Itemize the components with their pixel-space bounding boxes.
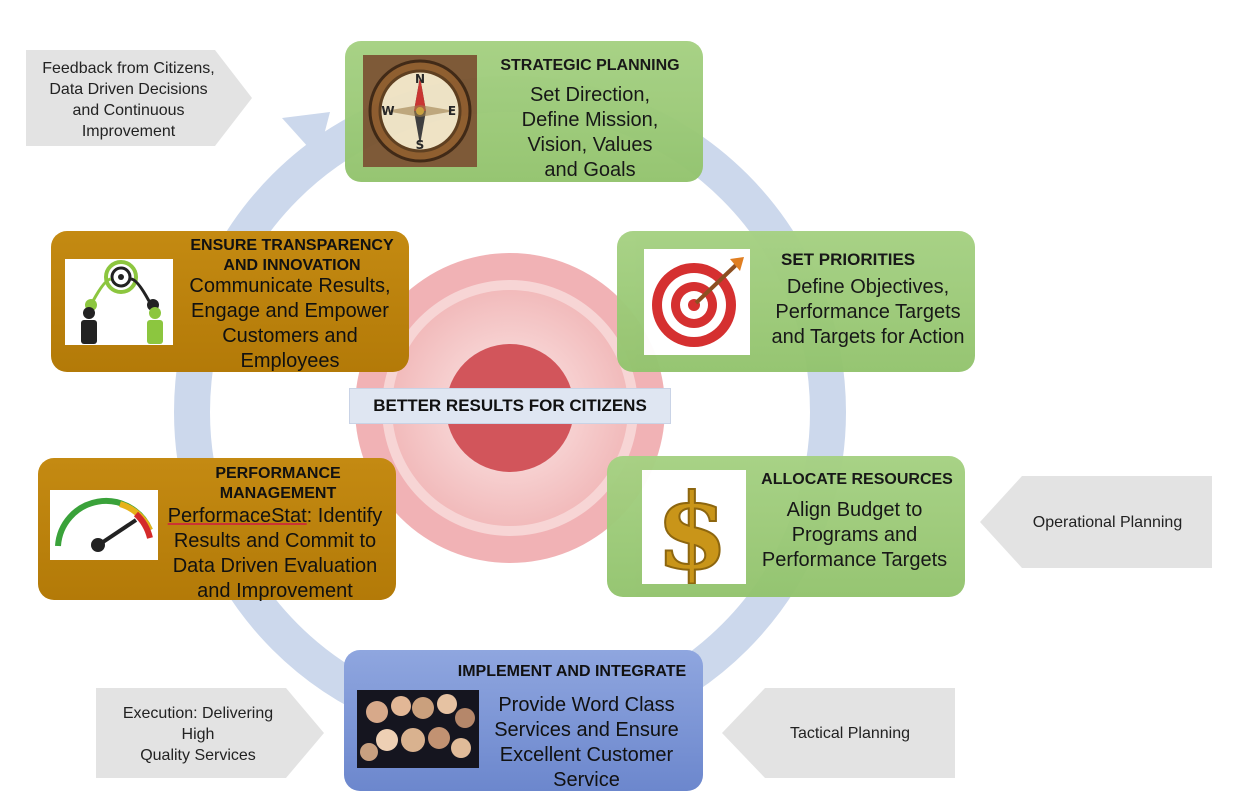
step-line: Communicate Results,: [175, 274, 405, 299]
step-title: ENSURE TRANSPARENCY AND INNOVATION: [179, 236, 405, 276]
callout-execution-line: Quality Services: [100, 745, 296, 766]
step-allocate-resources: $ ALLOCATE RESOURCES Align Budget to Pro…: [607, 456, 965, 597]
callout-operational: Operational Planning: [1010, 512, 1205, 533]
svg-text:S: S: [416, 138, 425, 152]
step-title-line: AND INNOVATION: [179, 256, 405, 276]
step-title: PERFORMANCE MANAGEMENT: [168, 464, 388, 504]
callout-feedback-line: Improvement: [26, 121, 231, 142]
step-strategic-planning: N S W E STRATEGIC PLANNING Set Direction…: [345, 41, 703, 182]
step-title: SET PRIORITIES: [757, 250, 981, 270]
performacestat-term: PerformaceStat: [168, 505, 307, 527]
compass-icon: N S W E: [363, 55, 477, 167]
step-title: IMPLEMENT AND INTEGRATE: [452, 662, 692, 682]
step-line: Define Objectives,: [763, 275, 973, 300]
step-line: Engage and Empower: [175, 299, 405, 324]
step-description: Set Direction, Define Mission, Vision, V…: [485, 83, 695, 183]
svg-text:E: E: [448, 104, 456, 118]
step-line: Set Direction,: [485, 83, 695, 108]
step-title: STRATEGIC PLANNING: [485, 56, 695, 76]
step-title-line: PERFORMANCE: [168, 464, 388, 484]
svg-text:$: $: [656, 470, 728, 584]
people-group-photo: [357, 690, 479, 768]
svg-text:N: N: [415, 72, 425, 86]
dollar-icon: $: [642, 470, 746, 584]
collaboration-icon: [65, 259, 173, 345]
step-line: Data Driven Evaluation: [162, 554, 388, 579]
callout-feedback: Feedback from Citizens, Data Driven Deci…: [26, 58, 231, 142]
step-line: and Targets for Action: [763, 325, 973, 350]
step-line: Service: [484, 768, 689, 793]
step-description: Define Objectives, Performance Targets a…: [763, 275, 973, 350]
step-line: Programs and: [747, 523, 962, 548]
step-performance-management: PERFORMANCE MANAGEMENT PerformaceStat: I…: [38, 458, 396, 600]
step-line: Employees: [175, 349, 405, 374]
step-line: Results and Commit to: [162, 529, 388, 554]
step-description: Provide Word Class Services and Ensure E…: [484, 693, 689, 793]
callout-execution-line: Execution: Delivering: [100, 703, 296, 724]
callout-feedback-line: Feedback from Citizens,: [26, 58, 231, 79]
step-line: Provide Word Class: [484, 693, 689, 718]
step-implement-integrate: IMPLEMENT AND INTEGRATE Provide Word Cla…: [344, 650, 703, 791]
step-line: and Improvement: [162, 579, 388, 604]
step-line: Align Budget to: [747, 498, 962, 523]
callout-tactical: Tactical Planning: [760, 723, 940, 744]
step-line: Performance Targets: [763, 300, 973, 325]
step-title: ALLOCATE RESOURCES: [757, 470, 957, 490]
callout-execution: Execution: Delivering High Quality Servi…: [100, 703, 296, 766]
step-line: Excellent Customer: [484, 743, 689, 768]
callout-execution-line: High: [100, 724, 296, 745]
step-line: PerformaceStat: Identify: [162, 504, 388, 529]
step-ensure-transparency: ENSURE TRANSPARENCY AND INNOVATION Commu…: [51, 231, 409, 372]
step-line: Customers and: [175, 324, 405, 349]
step-line: and Goals: [485, 158, 695, 183]
center-goal-label: BETTER RESULTS FOR CITIZENS: [349, 388, 671, 424]
svg-text:W: W: [381, 104, 394, 118]
step-description: PerformaceStat: Identify Results and Com…: [162, 504, 388, 604]
callout-feedback-line: Data Driven Decisions: [26, 79, 231, 100]
step-line: Define Mission,: [485, 108, 695, 133]
gauge-icon: [50, 490, 158, 560]
step-line: Vision, Values: [485, 133, 695, 158]
callout-operational-line: Operational Planning: [1010, 512, 1205, 533]
target-icon: [644, 249, 750, 355]
step-line: Services and Ensure: [484, 718, 689, 743]
step-line: Performance Targets: [747, 548, 962, 573]
step-line-rest: : Identify: [307, 505, 383, 527]
callout-tactical-line: Tactical Planning: [760, 723, 940, 744]
step-description: Communicate Results, Engage and Empower …: [175, 274, 405, 374]
step-set-priorities: SET PRIORITIES Define Objectives, Perfor…: [617, 231, 975, 372]
step-title-line: MANAGEMENT: [168, 484, 388, 504]
step-description: Align Budget to Programs and Performance…: [747, 498, 962, 573]
step-title-line: ENSURE TRANSPARENCY: [179, 236, 405, 256]
callout-feedback-line: and Continuous: [26, 100, 231, 121]
